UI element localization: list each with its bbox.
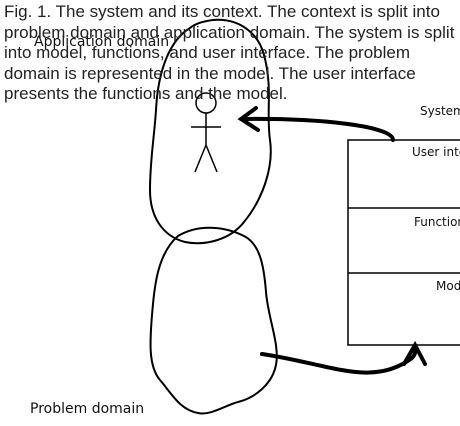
figure-caption: Fig. 1. The system and its context. The … — [4, 2, 455, 104]
problem-domain-label: Problem domain — [30, 401, 144, 417]
user-interface-label: User interface — [412, 145, 460, 159]
ui-to-user-arrow — [237, 106, 395, 142]
user-stick-figure-icon — [191, 92, 221, 173]
application-domain-label: Application domain — [34, 34, 169, 50]
application-domain-region — [148, 18, 272, 245]
functions-label: Functions — [414, 215, 460, 229]
problem-to-model-arrow — [260, 340, 427, 375]
system-label: System — [420, 104, 460, 118]
problem-domain-region — [149, 226, 278, 415]
system-box: User interface Functions Model — [347, 139, 460, 346]
model-label: Model — [436, 279, 460, 293]
